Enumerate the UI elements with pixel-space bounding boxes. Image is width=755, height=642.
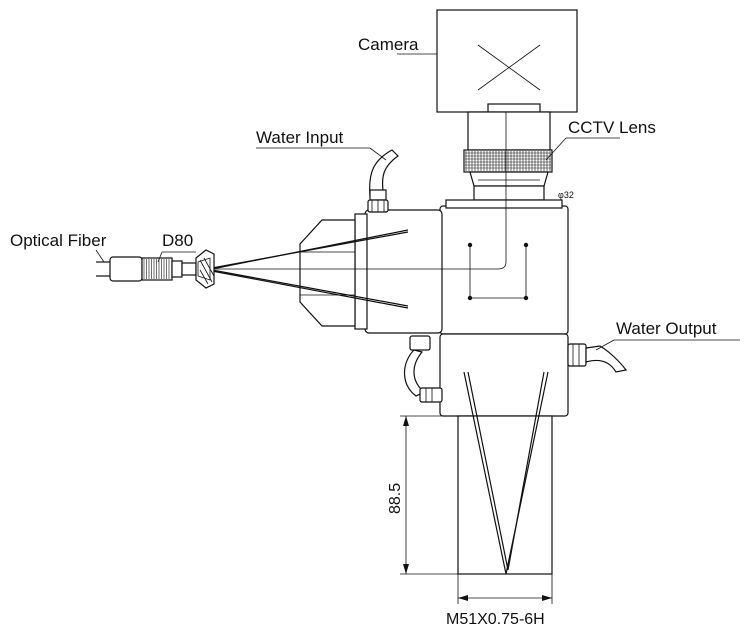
fiber-labels: Optical Fiber D80 [10, 231, 196, 263]
connector-knurl [143, 259, 170, 279]
height-dimension: 88.5 [387, 415, 458, 575]
d80-label: D80 [162, 231, 193, 250]
lens-knurl [465, 151, 551, 171]
optical-fiber-label: Optical Fiber [10, 231, 107, 250]
cctv-label-group: CCTV Lens [545, 118, 656, 161]
thread-spec-label: M51X0.75-6H [446, 611, 545, 628]
camera-body [436, 9, 578, 113]
lower-housing [439, 333, 569, 417]
return-pipe [403, 335, 443, 403]
fiber-connector [96, 249, 215, 289]
cctv-lens: φ32 [463, 103, 574, 206]
water-input-label-group: Water Input [256, 128, 387, 161]
water-output-fitting [567, 343, 628, 373]
side-tube [211, 209, 498, 334]
water-input-label: Water Input [256, 128, 344, 147]
camera-label: Camera [358, 35, 419, 54]
water-output-label-group: Water Output [595, 319, 740, 351]
cctv-lens-label: CCTV Lens [568, 118, 656, 137]
lens-diameter-label: φ32 [558, 190, 574, 200]
height-dimension-value: 88.5 [387, 483, 404, 514]
camera-label-group: Camera [358, 35, 437, 55]
water-input-fitting [367, 149, 399, 213]
thread-dimension: M51X0.75-6H [446, 574, 553, 628]
nozzle [457, 371, 553, 575]
water-output-label: Water Output [616, 319, 717, 338]
main-housing [439, 112, 569, 335]
